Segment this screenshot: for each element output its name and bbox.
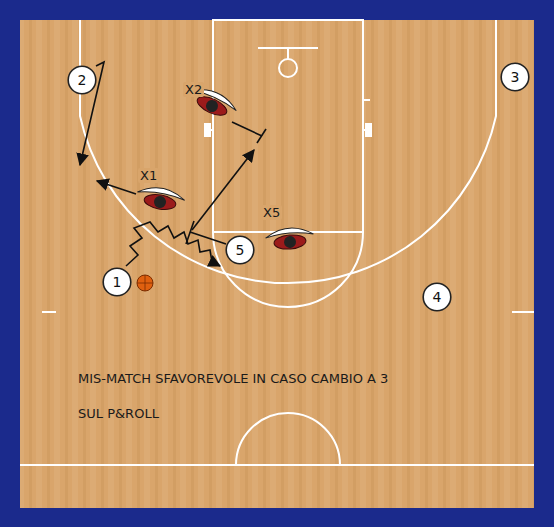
- player-circle: 4: [422, 282, 452, 312]
- player-circle: 1: [102, 267, 132, 297]
- caption-text: MIS-MATCH SFAVOREVOLE IN CASO CAMBIO A 3: [78, 371, 388, 386]
- player-circle: 2: [67, 65, 97, 95]
- defender-label: X5: [261, 205, 282, 220]
- defender-figures: [135, 83, 314, 251]
- player-circle: 3: [500, 62, 530, 92]
- player-number: 2: [67, 65, 97, 95]
- player-circle: 5: [225, 235, 255, 265]
- court-lines: [20, 20, 534, 465]
- wood-floor: [20, 20, 534, 508]
- player-number: 3: [500, 62, 530, 92]
- basketball: [137, 275, 153, 291]
- movement-lines: [80, 62, 266, 266]
- player-number: 1: [102, 267, 132, 297]
- player-number: 5: [225, 235, 255, 265]
- defender-label: X2: [183, 82, 204, 97]
- player-number: 4: [422, 282, 452, 312]
- defender-label: X1: [138, 168, 159, 183]
- caption-text: SUL P&ROLL: [78, 406, 159, 421]
